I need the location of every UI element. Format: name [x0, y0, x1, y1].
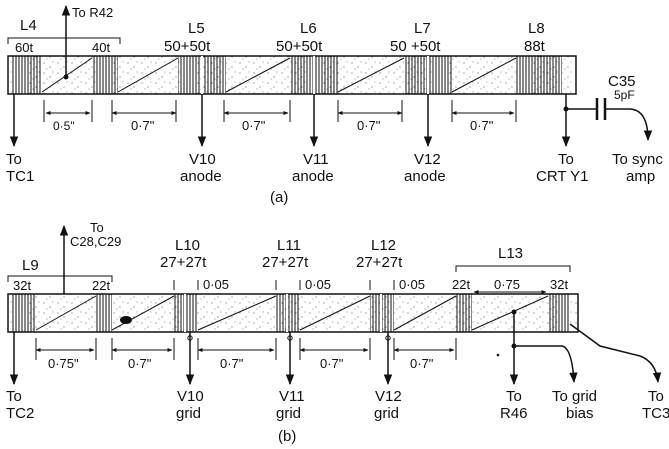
coil-gap-l12: 0·05 — [399, 277, 425, 292]
tap-b-v11-l2: grid — [276, 405, 301, 422]
coil-turns-l6: 50+50t — [276, 38, 323, 55]
tap-a-v11-l2: anode — [292, 168, 334, 185]
spacing-a-2: 0·7" — [131, 118, 155, 133]
winding-l13b — [548, 294, 570, 332]
winding-l4b — [92, 56, 118, 94]
tap-b-v10-l1: V10 — [177, 388, 204, 405]
winding-l9a — [12, 294, 36, 332]
tap-a-v11-l1: V11 — [303, 151, 329, 168]
coil-turns-l5: 50+50t — [164, 38, 211, 55]
coil-turns-l13a: 22t — [452, 277, 470, 292]
label-to-c28-l2: C28,C29 — [70, 234, 121, 249]
coil-turns-l7: 50 +50t — [390, 38, 441, 55]
caption-b: (b) — [278, 428, 296, 445]
coil-label-l10: L10 — [175, 237, 200, 254]
winding-l13a — [456, 294, 472, 332]
coil-turns-l4b: 40t — [92, 40, 110, 55]
coil-turns-l10: 27+27t — [160, 254, 207, 271]
coil-turns-l11: 27+27t — [262, 254, 309, 271]
winding-l9b — [96, 294, 112, 332]
spacing-b-5: 0·7" — [410, 356, 434, 371]
coil-label-l5: L5 — [188, 20, 205, 37]
coil-label-l13: L13 — [498, 245, 523, 262]
coil-gap-l11: 0·05 — [305, 277, 331, 292]
spacing-a-1: 0·5" — [53, 119, 75, 133]
coil-label-l8: L8 — [528, 20, 545, 37]
coil-label-l11: L11 — [277, 237, 301, 254]
tap-b-v12-l2: grid — [374, 405, 399, 422]
winding-l4a — [12, 56, 42, 94]
tap-a-sync-l2: amp — [626, 168, 655, 185]
spacing-b-2: 0·7" — [128, 356, 152, 371]
spacing-a-4: 0·7" — [357, 118, 381, 133]
coil-turns-l8: 88t — [524, 38, 546, 55]
spacing-a-3: 0·7" — [242, 118, 266, 133]
tap-b-v10-l2: grid — [176, 405, 201, 422]
coil-label-l9: L9 — [22, 257, 39, 274]
spacing-b-1: 0·75" — [48, 356, 79, 371]
tap-a-sync-l1: To sync — [612, 151, 663, 168]
tap-b-r46-l2: R46 — [500, 405, 528, 422]
caption-a: (a) — [270, 189, 288, 206]
tap-b-v12-l1: V12 — [375, 388, 402, 405]
tap-b-tc3-l1: To — [648, 388, 664, 405]
label-to-r42: To R42 — [72, 5, 113, 20]
spacing-labels-a: 0·5" 0·7" 0·7" 0·7" 0·7" — [53, 118, 494, 133]
winding-l8 — [516, 56, 562, 94]
coil-label-l7: L7 — [414, 20, 431, 37]
tap-b-tc3-l2: TC3 — [642, 405, 669, 422]
spacing-a-5: 0·7" — [470, 118, 494, 133]
tap-b-r46-l1: To — [506, 388, 522, 405]
tap-b-bias-l2: bias — [566, 405, 594, 422]
spacing-b-4: 0·7" — [320, 356, 344, 371]
tap-b-tc2-l2: TC2 — [6, 405, 34, 422]
tap-a-v10-l2: anode — [180, 168, 222, 185]
tap-a-v12-l2: anode — [404, 168, 446, 185]
coil-gap-l13: 0·75 — [494, 277, 520, 292]
tap-a-tc1-l1: To — [6, 151, 22, 168]
coil-label-l6: L6 — [300, 20, 317, 37]
diagram-b: L9 32t 22t L10 27+27t 0·05 L11 27+27t 0·… — [6, 220, 669, 445]
tap-a-v10-l1: V10 — [189, 151, 216, 168]
coil-turns-l9b: 22t — [92, 278, 110, 293]
tap-a-crt-l1: To — [558, 151, 574, 168]
diagram-a: L4 60t 40t L5 50+50t L6 50+50t L7 50 +50… — [6, 4, 663, 206]
coil-turns-l4a: 60t — [15, 40, 33, 55]
coil-turns-l9a: 32t — [13, 278, 31, 293]
capacitor-c35-value: 5pF — [614, 88, 635, 102]
coil-turns-l13b: 32t — [550, 277, 568, 292]
coil-label-l4: L4 — [20, 17, 37, 34]
tap-b-v11-l1: V11 — [279, 388, 305, 405]
label-to-c28-l1: To — [90, 220, 104, 235]
capacitor-c35-name: C35 — [608, 73, 636, 90]
tap-a-v12-l1: V12 — [414, 151, 441, 168]
coil-label-l12: L12 — [371, 237, 396, 254]
tap-a-crt-l2: CRT Y1 — [536, 168, 589, 185]
coil-turns-l12: 27+27t — [356, 254, 403, 271]
tap-a-tc1-l2: TC1 — [6, 168, 34, 185]
coil-gap-l10: 0·05 — [203, 277, 229, 292]
spacing-b-3: 0·7" — [220, 356, 244, 371]
tap-b-bias-l1: To grid — [552, 388, 597, 405]
tap-b-tc2-l1: To — [6, 388, 22, 405]
